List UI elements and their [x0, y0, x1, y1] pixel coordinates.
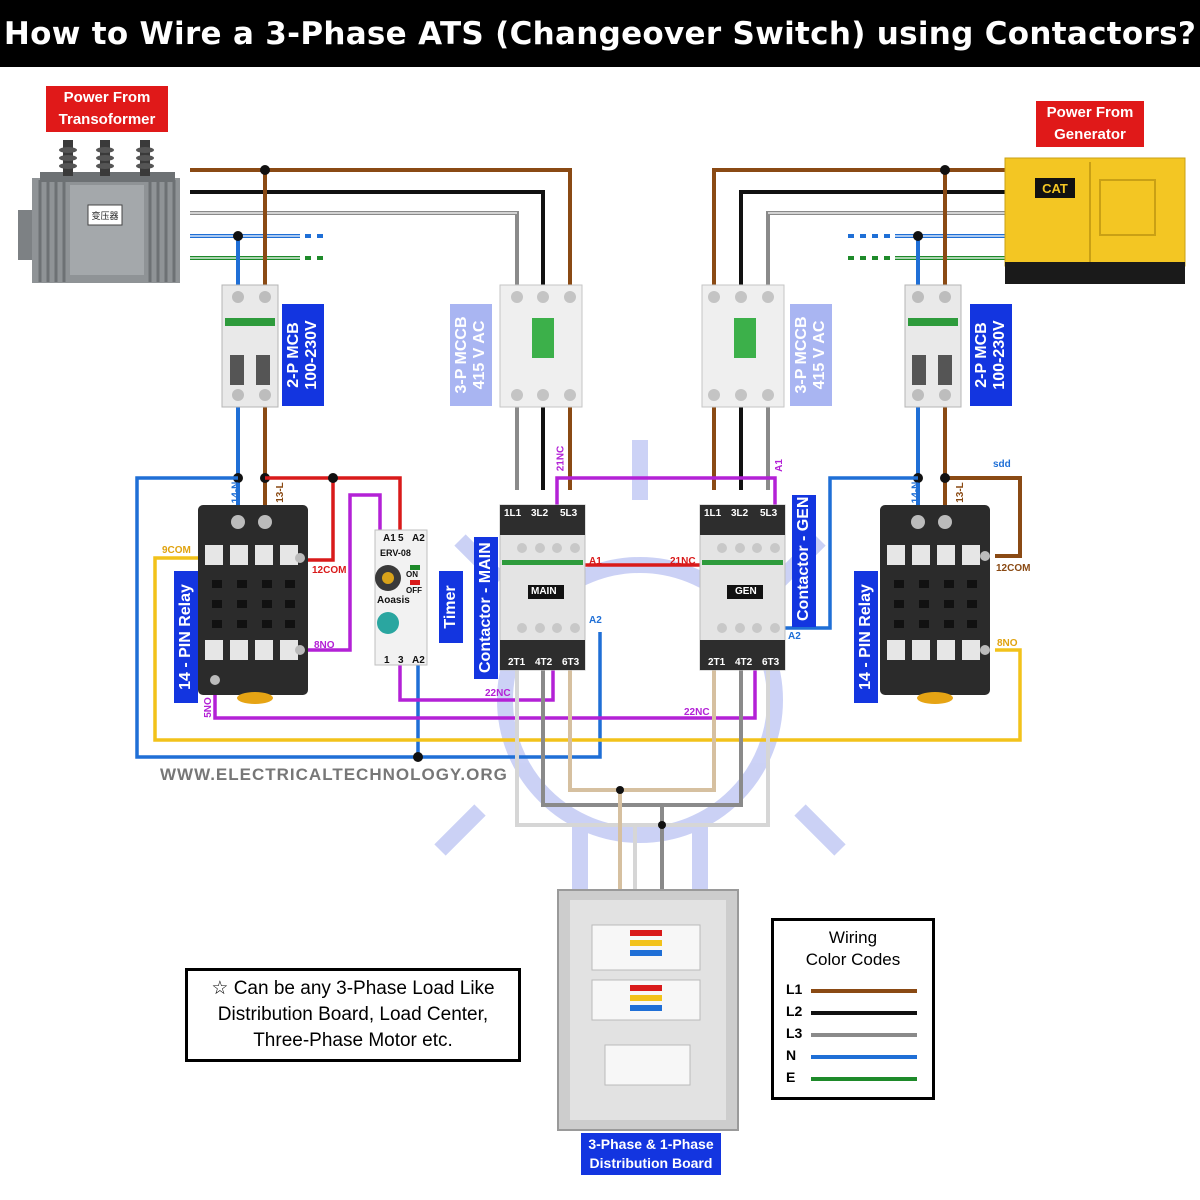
- right-mccb: [701, 284, 785, 408]
- timer-a1: A1: [383, 533, 396, 544]
- transformer-icon: 变压器: [18, 140, 180, 283]
- legend-l3-line: [811, 1033, 917, 1037]
- gen-5l3: 5L3: [760, 508, 778, 519]
- left-relay-label: 14 - PIN Relay: [174, 571, 198, 703]
- right-relay-label: 14 - PIN Relay: [854, 571, 878, 703]
- main-5l3: 5L3: [560, 508, 578, 519]
- right-relay: [880, 505, 990, 704]
- main-6t3: 6T3: [562, 657, 580, 668]
- junction-dot: [328, 473, 338, 483]
- timer-3: 3: [398, 655, 404, 666]
- generator-icon: CAT: [1004, 157, 1186, 284]
- timer-brand: Aoasis: [377, 595, 410, 606]
- left-mcb-label: 2-P MCB 100-230V: [282, 304, 324, 406]
- gen-3l2: 3L2: [731, 508, 749, 519]
- left-9com: 9COM: [162, 545, 191, 556]
- right-mccb-label: 3-P MCCB 415 V AC: [790, 304, 832, 406]
- right-8no: 8NO: [997, 638, 1018, 649]
- distribution-board-label: 3-Phase & 1-Phase Distribution Board: [581, 1133, 721, 1175]
- timer-on: ON: [406, 570, 418, 579]
- timer-a2: A2: [412, 533, 425, 544]
- timer-off: OFF: [406, 586, 422, 595]
- timer-model: ERV-08: [380, 548, 411, 558]
- right-mcb: [904, 284, 962, 408]
- left-14n: 14-N: [230, 481, 242, 504]
- legend-l3-label: L3: [786, 1025, 803, 1041]
- left-8no: 8NO: [314, 640, 335, 651]
- junction-dot: [413, 752, 423, 762]
- load-note: ☆ Can be any 3-Phase Load Like Distribut…: [185, 968, 521, 1062]
- timer-bottom-a2: A2: [412, 655, 425, 666]
- left-mccb: [499, 284, 583, 408]
- timer-device: [374, 529, 428, 666]
- right-12com: 12COM: [996, 563, 1031, 574]
- left-relay: [198, 505, 308, 704]
- contactor-gen-label: Contactor - GEN: [792, 495, 816, 627]
- legend-l1-label: L1: [786, 981, 803, 997]
- junction-dot: [658, 821, 666, 829]
- right-mcb-feed: [916, 170, 1022, 558]
- legend-title: Wiring Color Codes: [805, 928, 901, 969]
- left-relay-wiring: [135, 476, 1022, 759]
- wire-22nc-left: 22NC: [485, 688, 511, 699]
- wire-21nc-top: 21NC: [555, 445, 567, 472]
- gen-tag: GEN: [735, 586, 757, 597]
- junction-dot: [940, 473, 950, 483]
- junction-dot: [260, 165, 270, 175]
- gen-2t1: 2T1: [708, 657, 726, 668]
- junction-dot: [616, 786, 624, 794]
- wire-a2-gen: A2: [788, 631, 801, 642]
- timer-1: 1: [384, 655, 390, 666]
- distribution-board: [557, 889, 739, 1131]
- contactor-gen: [699, 504, 786, 671]
- wire-a2-main: A2: [589, 615, 602, 626]
- transformer-label: Power From Transoformer: [46, 86, 168, 132]
- right-14n: 14-N: [910, 481, 922, 504]
- main-3l2: 3L2: [531, 508, 549, 519]
- left-13l: 13-L: [274, 482, 286, 503]
- load-lines: [515, 670, 770, 890]
- generator-label: Power From Generator: [1036, 101, 1144, 147]
- legend-e-label: E: [786, 1069, 796, 1085]
- generator-brand: CAT: [1042, 181, 1068, 196]
- left-mcb-feed: [236, 170, 267, 515]
- legend-l1-line: [811, 989, 917, 993]
- right-mcb-label: 2-P MCB 100-230V: [970, 304, 1012, 406]
- gen-6t3: 6T3: [762, 657, 780, 668]
- wire-21nc: 21NC: [670, 556, 696, 567]
- timer-5: 5: [398, 533, 404, 544]
- timer-label: Timer: [439, 571, 463, 643]
- wire-a1-top: A1: [773, 459, 785, 472]
- main-4t2: 4T2: [535, 657, 553, 668]
- wire-a1: A1: [589, 556, 602, 567]
- transformer-plate: 变压器: [91, 210, 118, 222]
- left-5no: 5NO: [202, 697, 214, 718]
- junction-dot: [233, 231, 243, 241]
- legend-l2-line: [811, 1011, 917, 1015]
- legend-l2-label: L2: [786, 1003, 803, 1019]
- left-mcb: [221, 284, 279, 408]
- right-13l: 13-L: [954, 482, 966, 503]
- contactor-main: [499, 504, 586, 671]
- wire-22nc-right: 22NC: [684, 707, 710, 718]
- junction-dot: [940, 165, 950, 175]
- main-2t1: 2T1: [508, 657, 526, 668]
- main-1l1: 1L1: [504, 508, 522, 519]
- legend-n-line: [811, 1055, 917, 1059]
- load-note-text: ☆ Can be any 3-Phase Load Like Distribut…: [211, 978, 495, 1051]
- right-sdd: sdd: [993, 459, 1011, 470]
- watermark-text: WWW.ELECTRICALTECHNOLOGY.ORG: [160, 765, 508, 784]
- legend-n-label: N: [786, 1047, 797, 1063]
- color-legend: Wiring Color Codes L1 L2 L3 N E: [771, 918, 935, 1100]
- main-tag: MAIN: [531, 586, 557, 597]
- gen-1l1: 1L1: [704, 508, 722, 519]
- left-mccb-label: 3-P MCCB 415 V AC: [450, 304, 492, 406]
- gen-4t2: 4T2: [735, 657, 753, 668]
- junction-dot: [913, 231, 923, 241]
- page-title: How to Wire a 3-Phase ATS (Changeover Sw…: [0, 0, 1200, 67]
- contactor-main-label: Contactor - MAIN: [474, 537, 498, 679]
- legend-e-line: [811, 1077, 917, 1081]
- left-12com: 12COM: [312, 565, 347, 576]
